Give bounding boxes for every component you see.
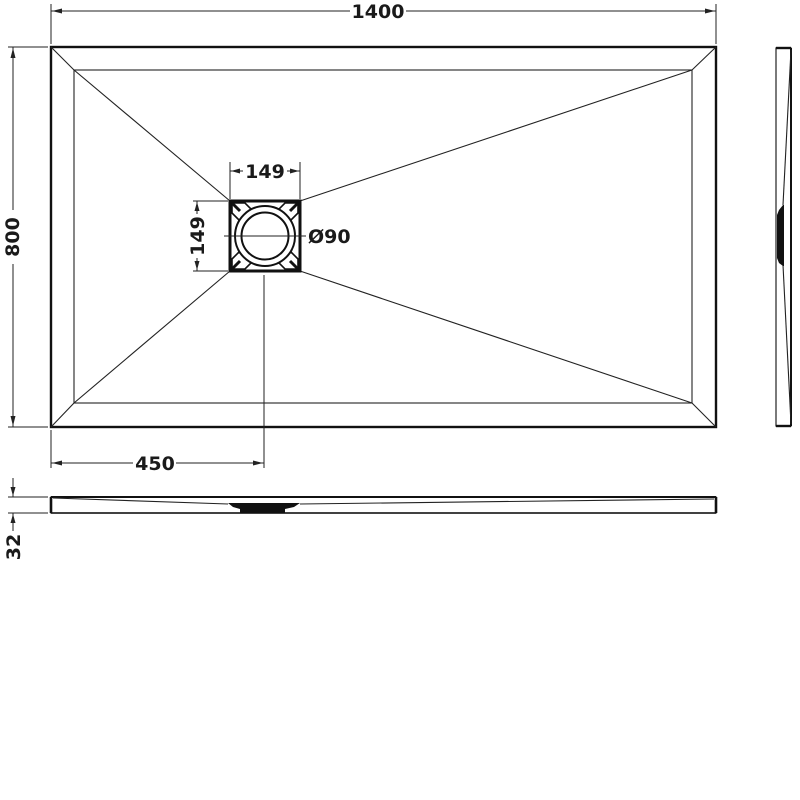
tray-inner-outline <box>73 69 693 404</box>
tray-height-label: 32 <box>3 534 25 560</box>
fall-line-top-left <box>73 69 231 202</box>
waste-diameter-label: Ø90 <box>308 226 351 248</box>
dimension-drain-height: 149 <box>187 200 228 272</box>
drain-width-label: 149 <box>245 161 285 183</box>
mitre-top-left <box>50 46 75 71</box>
plan-view <box>49 45 718 429</box>
square-drain-icon <box>224 199 306 273</box>
mitre-top-right <box>691 46 717 71</box>
overall-length-label: 1400 <box>352 1 405 23</box>
dimension-overall-length: 1400 <box>50 1 717 44</box>
side-elevation-view <box>775 46 792 428</box>
dimension-drain-offset: 450 <box>50 275 265 475</box>
dimension-drain-width: 149 <box>229 161 301 199</box>
mitre-bottom-right <box>691 402 717 428</box>
drain-offset-label: 450 <box>135 453 175 475</box>
mitre-bottom-left <box>50 402 75 428</box>
overall-width-label: 800 <box>2 217 24 257</box>
fall-line-bottom-right <box>299 270 693 404</box>
fall-line-bottom-left <box>73 270 231 404</box>
front-elevation-view <box>49 496 718 514</box>
fall-line-top-right <box>299 69 693 202</box>
dimension-overall-width: 800 <box>2 46 48 428</box>
tray-outer-outline <box>49 45 718 429</box>
dimension-tray-height: 32 <box>3 478 48 560</box>
drain-height-label: 149 <box>187 216 209 256</box>
